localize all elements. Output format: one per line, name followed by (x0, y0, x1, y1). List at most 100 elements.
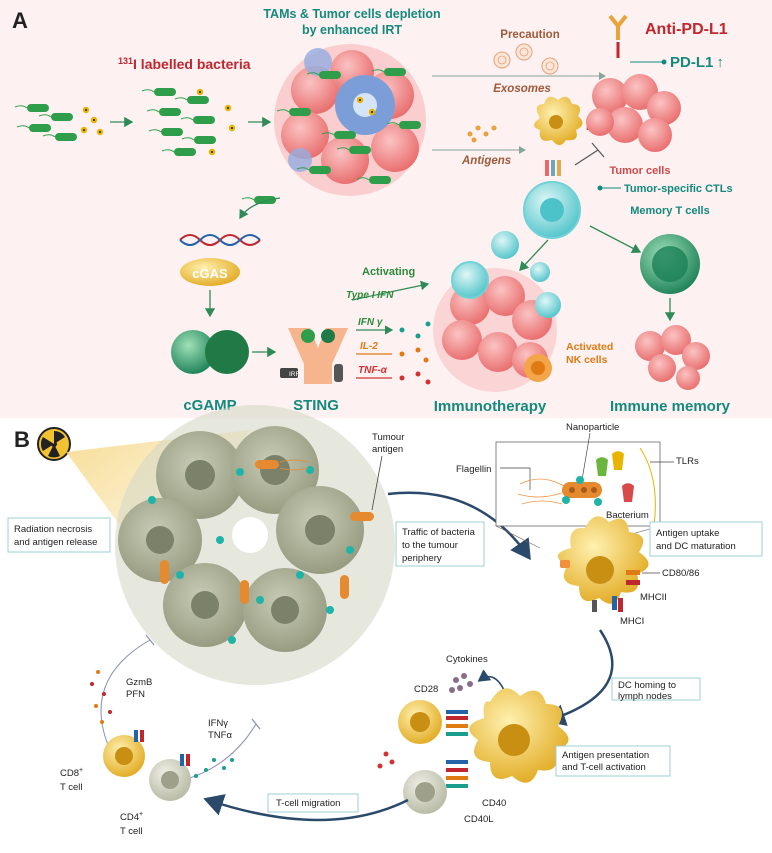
cytokines-label: Cytokines (446, 654, 488, 665)
tnfa-b-label: TNFα (208, 730, 232, 741)
depletion-title-1: TAMs & Tumor cells depletion (263, 7, 440, 21)
cgas-enzyme (180, 258, 240, 286)
radiation-hazard-icon (37, 427, 71, 461)
presentation-label-1: Antigen presentation (562, 750, 649, 761)
cd40-label: CD40 (482, 798, 506, 809)
inhibition-line (574, 149, 599, 166)
panel-b-label: B (14, 427, 30, 452)
uptake-label-2: and DC maturation (656, 541, 736, 552)
tumor-mass-depletion (274, 44, 426, 196)
exosomes-label: Exosomes (493, 83, 551, 95)
cd8-t-cell-node (398, 700, 442, 744)
cd4-secretion-bar (251, 718, 261, 730)
tumour-antigen-pointer (371, 455, 383, 511)
traffic-label-1: Traffic of bacteria (402, 527, 476, 538)
cd8086-label: CD80/86 (662, 568, 700, 579)
inhibition-bar (591, 142, 605, 158)
tcr-receptors (545, 160, 561, 176)
antibody-icon (608, 14, 628, 40)
precaution-label: Precaution (500, 29, 559, 41)
mhci-label: MHCI (620, 616, 644, 627)
ifng-b-label: IFNγ (208, 718, 228, 729)
depletion-title-2: by enhanced IRT (302, 23, 402, 37)
red-cytokine-dots (377, 751, 395, 769)
ctl-nucleus (540, 198, 564, 222)
cd40l-label: CD40L (464, 814, 494, 825)
dna-helix-icon (179, 234, 261, 246)
arrow-type1ifn (351, 280, 430, 301)
activating-label: Activating (362, 266, 415, 278)
sting-label: STING (293, 397, 339, 414)
necrotic-tumor-mass (115, 405, 395, 685)
immune-memory-label: Immune memory (610, 398, 731, 415)
traffic-label-2: to the tumour (402, 540, 458, 551)
gzmb-pfn-dots (90, 670, 112, 724)
mhcii-label: MHCII (640, 592, 667, 603)
arrow-ctl-memory (589, 225, 642, 254)
receptor-pairs-node (446, 710, 468, 788)
tlr-receptors (596, 447, 656, 527)
cd8-t-cell-effector (103, 730, 145, 777)
dendritic-cell-a (534, 96, 583, 145)
presentation-label-2: and T-cell activation (562, 762, 646, 773)
uptake-label-1: Antigen uptake (656, 528, 719, 539)
pfn-label: PFN (126, 689, 145, 700)
arrow-ctl-immunotherapy (519, 239, 549, 271)
uptake-box (649, 521, 763, 557)
homing-box (611, 677, 701, 701)
tumor-cells-cluster-a (586, 74, 681, 152)
memory-t-nucleus (652, 246, 688, 282)
cd8-label: CD8+ (60, 767, 83, 779)
homing-label-1: DC homing to (618, 680, 676, 691)
arrow-homing (545, 629, 614, 726)
sting-protein (280, 328, 348, 384)
radiation-necrosis-box (7, 517, 111, 553)
memory-t-label: Memory T cells (630, 205, 709, 217)
cd8-secretion-bar (145, 634, 155, 646)
flagellin-pointer (500, 467, 531, 490)
zoom-line-1 (495, 525, 541, 549)
cytokine-dots-a (399, 321, 431, 385)
cgamp-molecule (171, 330, 249, 374)
antigen-dots (467, 125, 497, 143)
traffic-label-3: periphery (402, 553, 442, 564)
migration-label: T-cell migration (276, 798, 340, 809)
ctls-label: Tumor-specific CTLs (624, 183, 733, 195)
activated-nk-label-1: Activated (566, 341, 613, 353)
tumor-cells-label: Tumor cells (610, 165, 671, 177)
cd8-secretion-arc (100, 639, 151, 751)
cd28-label: CD28 (414, 684, 438, 695)
radiation-label-2: and antigen release (14, 537, 97, 548)
activated-nk-cell (524, 354, 552, 382)
arrow-traffic (387, 491, 531, 561)
cd4-tcell-label: T cell (120, 826, 143, 837)
tnfa-label: TNF-α (358, 365, 388, 376)
radiation-label-1: Radiation necrosis (14, 524, 92, 535)
type1ifn-label: Type I IFN (346, 290, 394, 301)
presentation-box (555, 745, 671, 777)
il2-label: IL-2 (360, 341, 378, 352)
cd4-t-cell-node (403, 770, 447, 814)
tumour-antigen-label-1: Tumour (372, 432, 404, 443)
dendritic-cell-b (557, 516, 649, 612)
immunotherapy-label: Immunotherapy (434, 398, 547, 415)
nanoparticle-label: Nanoparticle (566, 422, 619, 433)
cytokine-cluster-b (449, 673, 473, 693)
pdl1-pointer-dot (661, 59, 667, 65)
antigens-label: Antigens (461, 155, 511, 167)
cd4-t-cell-effector (149, 754, 191, 801)
ctl-pointer-dot (597, 185, 603, 191)
traffic-box (395, 521, 485, 567)
arrow-to-cgas (239, 197, 281, 220)
activated-nk-label-2: NK cells (566, 354, 608, 366)
pdl1-label: PD-L1↑ (670, 54, 724, 71)
anti-pdl1-label: Anti-PD-L1 (645, 21, 728, 38)
tumor-cells-memory (635, 325, 710, 390)
nanoparticle-pointer (581, 432, 591, 481)
zoom-bacterium (517, 476, 602, 506)
gzmb-label: GzmB (126, 677, 152, 688)
arrow-migration (203, 794, 409, 822)
cgas-label: cGAS (192, 266, 228, 281)
